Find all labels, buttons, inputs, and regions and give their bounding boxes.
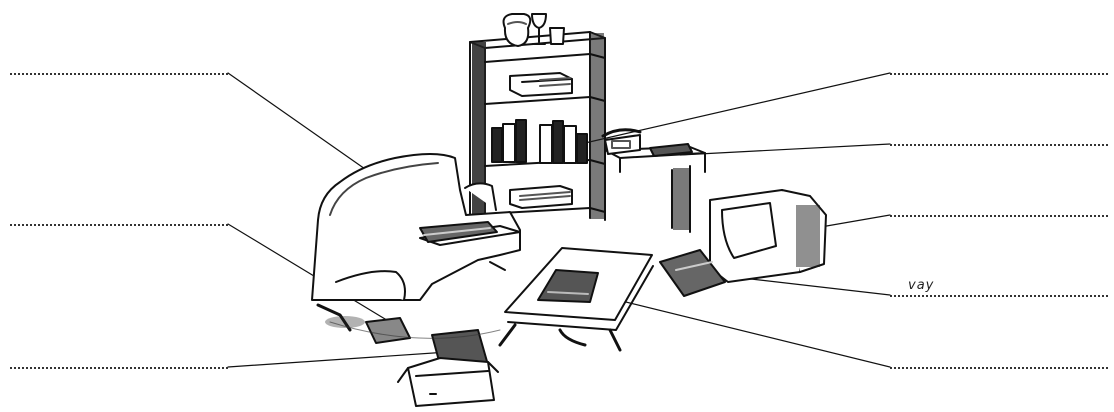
television [710, 190, 826, 282]
side-table [603, 130, 705, 232]
coffee-table [500, 248, 653, 350]
sofa [312, 154, 520, 343]
cardboard-box [398, 330, 498, 406]
